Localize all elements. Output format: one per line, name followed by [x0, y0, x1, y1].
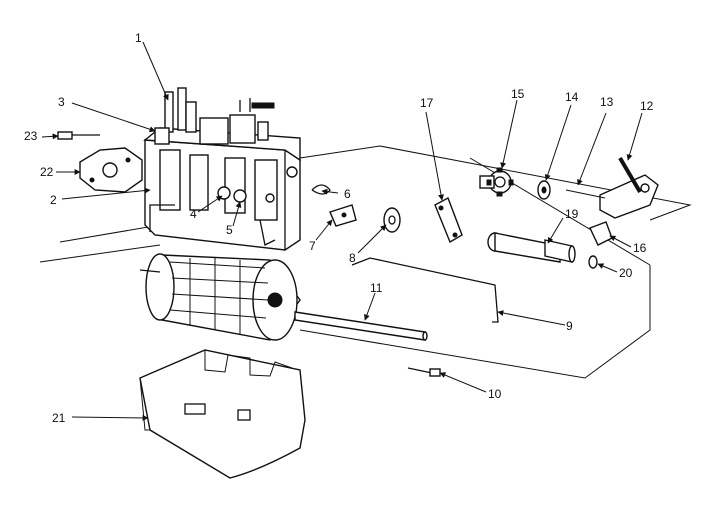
callout-19: 19 — [565, 207, 579, 221]
part-7-bracket — [329, 204, 357, 227]
callout-3: 3 — [58, 95, 65, 109]
callout-1: 1 — [135, 31, 142, 45]
part-9-wire — [351, 257, 499, 323]
leader-lines — [41, 41, 643, 421]
part-16-clip — [589, 221, 613, 246]
callout-6: 6 — [344, 187, 351, 201]
part-13-lever — [565, 174, 659, 219]
part-10-screw — [407, 367, 441, 377]
callout-14: 14 — [565, 90, 579, 104]
part-23-screw — [57, 131, 100, 140]
part-21-shield — [139, 349, 306, 479]
callout-5: 5 — [226, 223, 233, 237]
callout-22: 22 — [40, 165, 54, 179]
part-17-plate — [434, 197, 463, 244]
callout-8: 8 — [349, 251, 356, 265]
part-19-sleeve — [487, 232, 576, 263]
rotor-drum — [139, 253, 301, 341]
callout-13: 13 — [600, 95, 614, 109]
callout-12: 12 — [640, 99, 654, 113]
part-14-washer — [537, 180, 551, 200]
part-8-washer — [383, 207, 401, 233]
part-22-plate — [79, 147, 143, 193]
callout-10: 10 — [488, 387, 502, 401]
part-15-gear — [479, 167, 514, 197]
callout-9: 9 — [566, 319, 573, 333]
callout-20: 20 — [619, 266, 633, 280]
callout-23: 23 — [24, 129, 38, 143]
callout-7: 7 — [309, 239, 316, 253]
callout-21: 21 — [52, 411, 66, 425]
part-11-shaft — [294, 311, 428, 341]
callout-2: 2 — [50, 193, 57, 207]
part-12-spring — [618, 156, 642, 194]
callout-16: 16 — [633, 241, 647, 255]
switch-housing — [143, 87, 301, 251]
part-20-washer — [588, 255, 598, 269]
callout-labels: 1 2 3 4 5 6 7 8 9 10 11 12 13 14 15 16 1… — [24, 31, 654, 425]
callout-11: 11 — [370, 281, 383, 295]
callout-15: 15 — [511, 87, 525, 101]
callout-17: 17 — [420, 96, 434, 110]
part-6-clip — [311, 184, 331, 195]
callout-4: 4 — [190, 207, 197, 221]
